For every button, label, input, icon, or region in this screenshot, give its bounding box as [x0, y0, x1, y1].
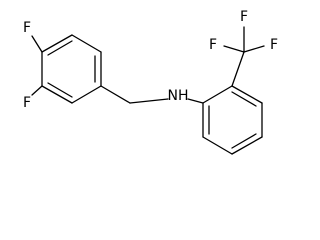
- ring1-bond: [71, 34, 102, 53]
- nh-label: NH: [168, 88, 189, 104]
- ring1-bond: [41, 34, 73, 53]
- difluorophenyl-ring: [41, 34, 102, 104]
- benzyl-bond: [100, 85, 131, 104]
- fluorine-label-meta: F: [23, 95, 31, 111]
- aryl-cf3-bond: [231, 51, 245, 87]
- c-f-bond: [31, 35, 43, 53]
- ring1-bond: [41, 85, 73, 104]
- fluorine-label-cf3-left: F: [209, 37, 217, 53]
- ch2-n-bond: [129, 98, 169, 104]
- ring1-bond: [71, 85, 102, 104]
- ring1-double-bond: [47, 82, 73, 98]
- ring2-bond: [202, 85, 233, 104]
- fluorine-label-cf3-top: F: [240, 9, 248, 25]
- fluorine-label-cf3-right: F: [270, 37, 278, 53]
- ring2-bond: [202, 136, 233, 155]
- ring2-double-bond: [231, 133, 257, 149]
- ring2-double-bond: [231, 91, 257, 107]
- ring2-bond: [231, 136, 263, 155]
- fluorine-label-para: F: [23, 20, 31, 36]
- trifluoromethylphenyl-ring: [202, 85, 263, 155]
- c-f-bond: [243, 45, 265, 53]
- chemical-structure: F F NH F F F: [23, 9, 278, 155]
- ring2-bond: [231, 85, 263, 104]
- c-f-bond: [223, 45, 245, 53]
- ring1-double-bond: [47, 40, 73, 56]
- n-aryl-bond: [187, 98, 204, 104]
- c-f-bond: [31, 85, 43, 96]
